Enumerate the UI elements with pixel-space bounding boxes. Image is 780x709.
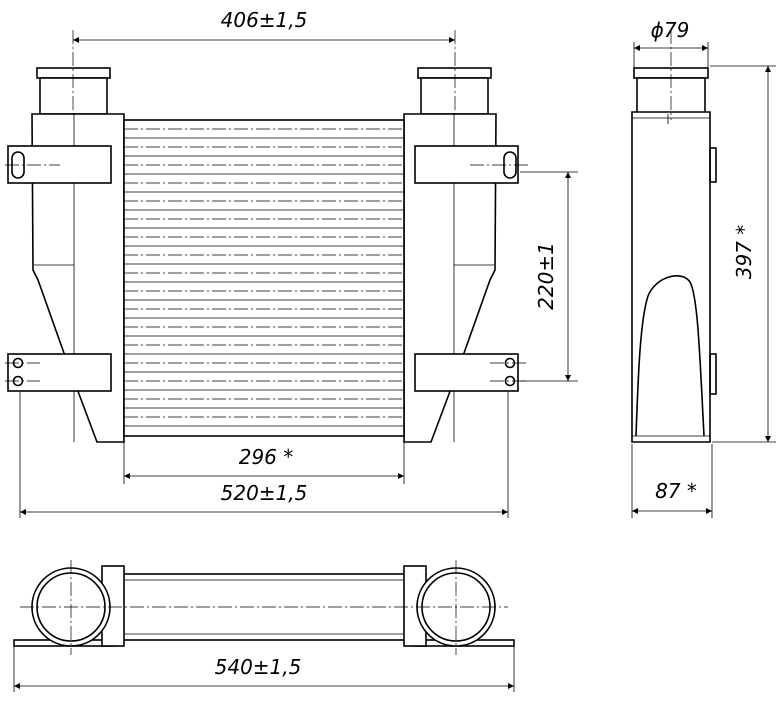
dim-height-right-label: 397 *: [732, 225, 756, 280]
left-pipe: [36, 67, 111, 115]
side-view: [631, 30, 717, 443]
tank-profile-curve: [635, 275, 705, 437]
upper-right-bracket: [414, 145, 519, 184]
front-view: [5, 30, 528, 443]
dim-bottom-width: 540±1,5: [13, 646, 515, 692]
dim-width-top: 406±1,5: [73, 8, 455, 43]
lower-right-bracket: [414, 353, 519, 392]
dim-height-right: 397 *: [710, 65, 776, 443]
core: [123, 119, 405, 437]
dim-diameter: ϕ79: [633, 18, 709, 68]
dim-bottom-width-label: 540±1,5: [215, 655, 302, 679]
dim-bracket-spacing-label: 220±1: [534, 242, 558, 310]
dim-core-width: 296 *: [123, 442, 405, 484]
dim-diameter-label: ϕ79: [651, 18, 690, 42]
core-fins: [124, 137, 404, 427]
dim-side-depth: 87 *: [631, 444, 713, 518]
upper-left-bracket: [7, 145, 112, 184]
core-centerlines: [124, 128, 404, 418]
dim-bracket-spacing: 220±1: [520, 171, 578, 382]
dim-overall-width-label: 520±1,5: [221, 481, 308, 505]
dim-width-top-label: 406±1,5: [221, 8, 308, 32]
lower-left-bracket: [7, 353, 112, 392]
dim-overall-width: 520±1,5: [19, 392, 509, 518]
dim-core-width-label: 296 *: [239, 445, 294, 469]
dim-side-depth-label: 87 *: [655, 479, 697, 503]
bottom-view: [13, 560, 515, 655]
right-pipe: [417, 67, 492, 115]
